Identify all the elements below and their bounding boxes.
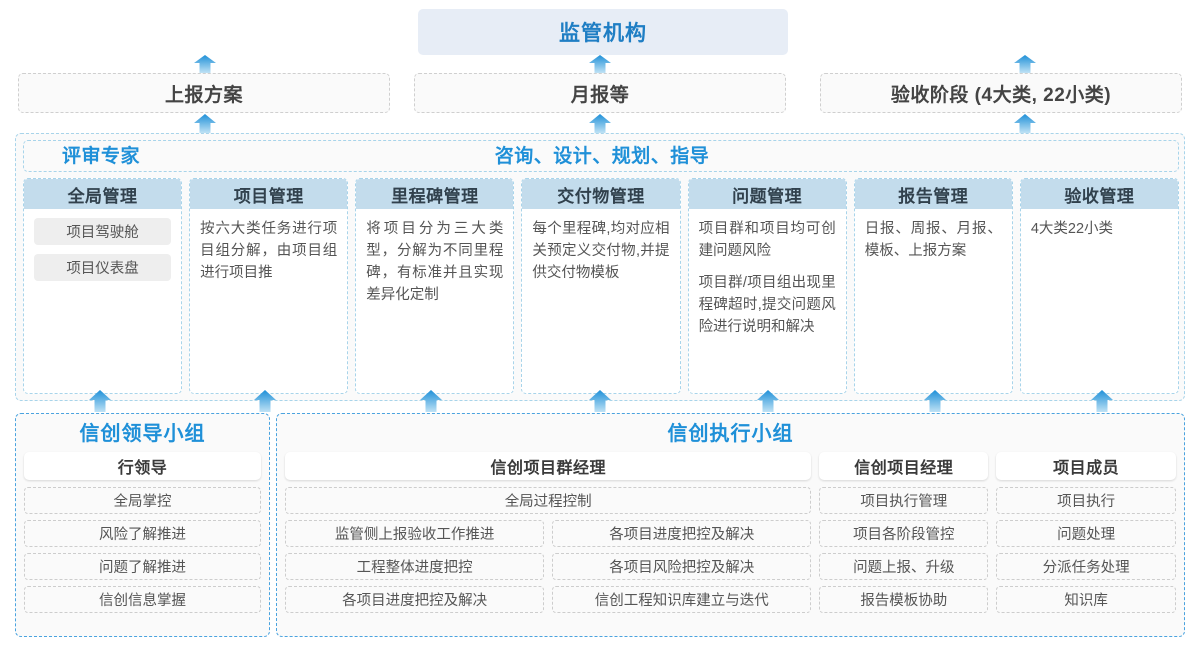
review-experts-label: 评审专家 — [62, 146, 141, 167]
regulator-box: 监管机构 — [418, 9, 788, 55]
list-item[interactable]: 信创信息掌握 — [24, 586, 261, 613]
arrow-bottom-to-column-7 — [1091, 390, 1113, 412]
role-header-bank-leader[interactable]: 行领导 — [24, 452, 261, 480]
column-body: 项目驾驶舱 项目仪表盘 — [24, 209, 181, 393]
role-block-project-manager: 信创项目经理 项目执行管理 项目各阶段管控 问题上报、升级 报告模板协助 — [819, 452, 989, 619]
report-box-monthly[interactable]: 月报等 — [414, 73, 786, 113]
list-item[interactable]: 项目各阶段管控 — [819, 520, 989, 547]
column-title: 问题管理 — [688, 179, 846, 209]
list-item[interactable]: 知识库 — [996, 586, 1176, 613]
arrow-middle-to-report-2 — [589, 114, 611, 133]
report-box-acceptance-label: 验收阶段 (4大类, 22小类) — [890, 84, 1112, 106]
leadership-group-panel: 信创领导小组 行领导 全局掌控 风险了解推进 问题了解推进 信创信息掌握 — [15, 413, 270, 637]
list-item[interactable]: 各项目风险把控及解决 — [552, 553, 812, 580]
column-text-2: 项目群/项目组出现里程碑超时,提交问题风险进行说明和解决 — [698, 275, 836, 335]
role-header-project-manager[interactable]: 信创项目经理 — [819, 452, 989, 480]
arrow-bottom-to-column-4 — [589, 390, 611, 412]
management-panel: 评审专家 咨询、设计、规划、指导 全局管理 项目驾驶舱 项目仪表盘 项目管理 按… — [15, 133, 1185, 401]
column-global-management[interactable]: 全局管理 项目驾驶舱 项目仪表盘 — [23, 178, 183, 394]
column-body: 将项目分为三大类型，分解为不同里程碑，有标准并且实现差异化定制 — [356, 209, 513, 393]
list-item[interactable]: 监管侧上报验收工作推进 — [285, 520, 545, 547]
chip-item[interactable]: 项目驾驶舱 — [34, 218, 172, 245]
column-title: 里程碑管理 — [356, 179, 514, 209]
column-body: 按六大类任务进行项目组分解，由项目组进行项目推 — [190, 209, 347, 393]
list-item[interactable]: 问题处理 — [996, 520, 1176, 547]
list-item[interactable]: 工程整体进度把控 — [285, 553, 545, 580]
column-text: 按六大类任务进行项目组分解，由项目组进行项目推 — [200, 221, 338, 281]
column-body: 日报、周报、月报、模板、上报方案 — [855, 209, 1012, 393]
consulting-label: 咨询、设计、规划、指导 — [494, 146, 710, 167]
list-item[interactable]: 项目执行 — [996, 487, 1176, 514]
execution-group-title: 信创执行小组 — [667, 423, 794, 445]
report-row: 上报方案 月报等 验收阶段 (4大类, 22小类) — [0, 73, 1200, 113]
column-title: 项目管理 — [190, 179, 348, 209]
management-panel-header: 评审专家 咨询、设计、规划、指导 — [23, 140, 1179, 172]
column-title: 报告管理 — [854, 179, 1012, 209]
column-body: 项目群和项目均可创建问题风险 项目群/项目组出现里程碑超时,提交问题风险进行说明… — [689, 209, 846, 393]
column-title: 交付物管理 — [522, 179, 680, 209]
program-manager-subcolumns: 监管侧上报验收工作推进 工程整体进度把控 各项目进度把控及解决 各项目进度把控及… — [285, 520, 812, 619]
chip-item[interactable]: 项目仪表盘 — [34, 254, 172, 281]
role-block-project-member: 项目成员 项目执行 问题处理 分派任务处理 知识库 — [996, 452, 1176, 619]
column-deliverable-management[interactable]: 交付物管理 每个里程碑,均对应相关预定义交付物,并提供交付物模板 — [521, 178, 681, 394]
report-box-plan[interactable]: 上报方案 — [18, 73, 390, 113]
list-item[interactable]: 问题上报、升级 — [819, 553, 989, 580]
list-item[interactable]: 全局过程控制 — [285, 487, 812, 514]
program-manager-right-column: 各项目进度把控及解决 各项目风险把控及解决 信创工程知识库建立与迭代 — [552, 520, 812, 619]
execution-group-panel: 信创执行小组 信创项目群经理 全局过程控制 监管侧上报验收工作推进 工程整体进度… — [276, 413, 1185, 637]
arrow-bottom-to-column-2 — [254, 390, 276, 412]
arrow-up-to-regulator-1 — [194, 55, 216, 73]
list-item[interactable]: 项目执行管理 — [819, 487, 989, 514]
role-header-program-manager[interactable]: 信创项目群经理 — [285, 452, 812, 480]
column-text: 4大类22小类 — [1030, 221, 1114, 237]
column-text: 日报、周报、月报、模板、上报方案 — [864, 221, 1002, 259]
leadership-group-title: 信创领导小组 — [79, 423, 206, 445]
arrow-bottom-to-column-1 — [89, 390, 111, 412]
column-text: 将项目分为三大类型，分解为不同里程碑，有标准并且实现差异化定制 — [366, 221, 504, 303]
execution-role-columns: 信创项目群经理 全局过程控制 监管侧上报验收工作推进 工程整体进度把控 各项目进… — [285, 452, 1176, 619]
list-item[interactable]: 问题了解推进 — [24, 553, 261, 580]
column-text: 项目群和项目均可创建问题风险 — [698, 221, 836, 259]
list-item[interactable]: 信创工程知识库建立与迭代 — [552, 586, 812, 613]
arrow-bottom-to-column-6 — [924, 390, 946, 412]
arrow-middle-to-report-3 — [1014, 114, 1036, 133]
arrow-up-to-regulator-2 — [589, 55, 611, 73]
column-title: 验收管理 — [1020, 179, 1178, 209]
column-body: 4大类22小类 — [1021, 209, 1178, 393]
role-header-project-member[interactable]: 项目成员 — [996, 452, 1176, 480]
report-box-acceptance[interactable]: 验收阶段 (4大类, 22小类) — [820, 73, 1182, 113]
list-item[interactable]: 分派任务处理 — [996, 553, 1176, 580]
column-milestone-management[interactable]: 里程碑管理 将项目分为三大类型，分解为不同里程碑，有标准并且实现差异化定制 — [355, 178, 515, 394]
list-item[interactable]: 各项目进度把控及解决 — [285, 586, 545, 613]
report-box-plan-label: 上报方案 — [164, 84, 243, 106]
arrow-middle-to-report-1 — [194, 114, 216, 133]
management-columns: 全局管理 项目驾驶舱 项目仪表盘 项目管理 按六大类任务进行项目组分解，由项目组… — [23, 178, 1179, 394]
list-item[interactable]: 各项目进度把控及解决 — [552, 520, 812, 547]
program-manager-left-column: 监管侧上报验收工作推进 工程整体进度把控 各项目进度把控及解决 — [285, 520, 545, 619]
column-text: 每个里程碑,均对应相关预定义交付物,并提供交付物模板 — [532, 221, 670, 281]
role-block-program-manager: 信创项目群经理 全局过程控制 监管侧上报验收工作推进 工程整体进度把控 各项目进… — [285, 452, 812, 619]
column-report-management[interactable]: 报告管理 日报、周报、月报、模板、上报方案 — [853, 178, 1013, 394]
list-item[interactable]: 风险了解推进 — [24, 520, 261, 547]
column-body: 每个里程碑,均对应相关预定义交付物,并提供交付物模板 — [522, 209, 679, 393]
list-item[interactable]: 全局掌控 — [24, 487, 261, 514]
arrow-bottom-to-column-3 — [420, 390, 442, 412]
list-item[interactable]: 报告模板协助 — [819, 586, 989, 613]
column-issue-management[interactable]: 问题管理 项目群和项目均可创建问题风险 项目群/项目组出现里程碑超时,提交问题风… — [687, 178, 847, 394]
regulator-label: 监管机构 — [559, 22, 647, 45]
report-box-monthly-label: 月报等 — [570, 84, 630, 106]
column-acceptance-management[interactable]: 验收管理 4大类22小类 — [1019, 178, 1179, 394]
column-project-management[interactable]: 项目管理 按六大类任务进行项目组分解，由项目组进行项目推 — [189, 178, 349, 394]
column-title: 全局管理 — [24, 179, 182, 209]
arrow-bottom-to-column-5 — [757, 390, 779, 412]
arrow-up-to-regulator-3 — [1014, 55, 1036, 73]
